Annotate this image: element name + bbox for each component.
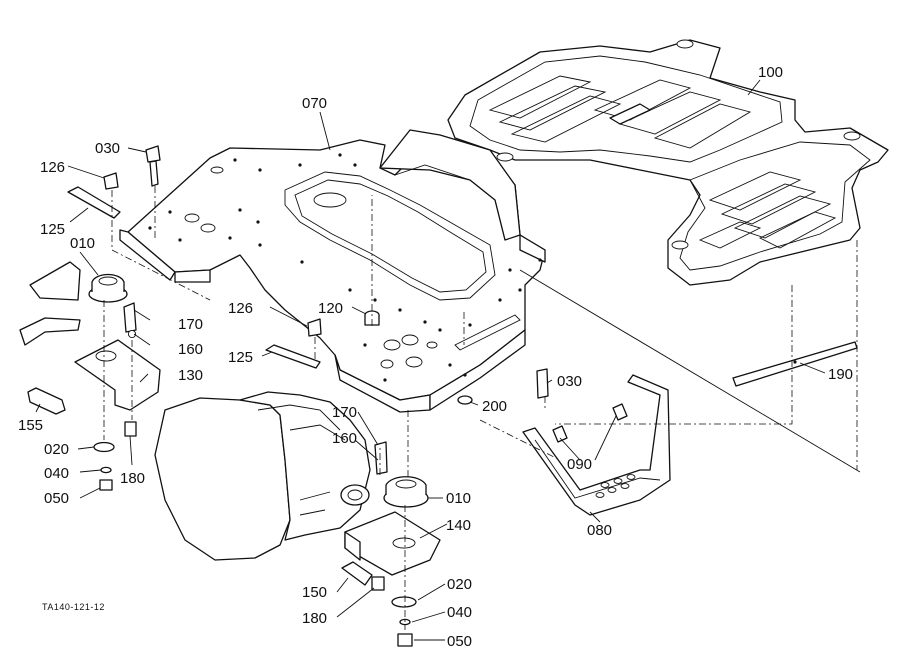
side-bracket-080 (522, 374, 671, 516)
label-040-mid: 040 (447, 604, 472, 621)
label-070: 070 (302, 95, 327, 112)
right-mount-assembly (341, 441, 441, 647)
label-160-left: 160 (178, 341, 203, 358)
left-mount-assembly (19, 261, 161, 491)
reference-line (519, 269, 861, 473)
label-020-mid: 020 (447, 576, 472, 593)
label-010-mid: 010 (446, 490, 471, 507)
label-010-left: 010 (70, 235, 95, 252)
label-050-left: 050 (44, 490, 69, 507)
label-155: 155 (18, 417, 43, 434)
label-126-mid: 126 (228, 300, 253, 317)
label-090: 090 (567, 456, 592, 473)
part-labels: 100 070 030 126 125 010 170 160 130 155 … (18, 64, 853, 650)
label-050-mid: 050 (447, 633, 472, 650)
label-040-left: 040 (44, 465, 69, 482)
label-140: 140 (446, 517, 471, 534)
transmission-housing (154, 391, 371, 561)
label-130: 130 (178, 367, 203, 384)
label-125-mid: 125 (228, 349, 253, 366)
label-170-left: 170 (178, 316, 203, 333)
label-150: 150 (302, 584, 327, 601)
label-030-top: 030 (95, 140, 120, 157)
label-020-left: 020 (44, 441, 69, 458)
label-190: 190 (828, 366, 853, 383)
label-120: 120 (318, 300, 343, 317)
leader-lines (35, 79, 826, 641)
label-200: 200 (482, 398, 507, 415)
floor-mat (447, 39, 889, 286)
label-080: 080 (587, 522, 612, 539)
label-160-mid: 160 (332, 430, 357, 447)
label-180-left: 180 (120, 470, 145, 487)
label-170-mid: 170 (332, 404, 357, 421)
drawing-code: TA140-121-12 (42, 602, 105, 612)
label-030-mid: 030 (557, 373, 582, 390)
label-125-left: 125 (40, 221, 65, 238)
label-180-mid: 180 (302, 610, 327, 627)
alignment-lines (103, 186, 858, 630)
label-126-left: 126 (40, 159, 65, 176)
main-frame-plate (119, 129, 546, 413)
label-100: 100 (758, 64, 783, 81)
